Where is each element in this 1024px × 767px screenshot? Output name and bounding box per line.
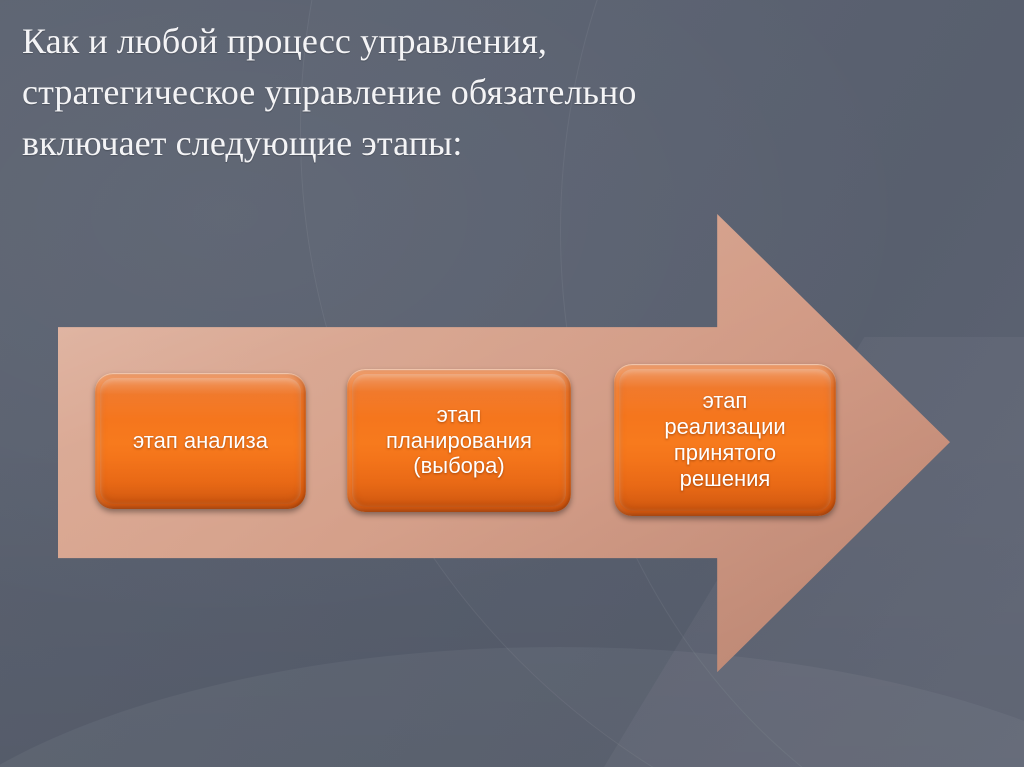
- stage-box-planning[interactable]: этап планирования (выбора): [347, 369, 571, 512]
- stage-box-label: этап планирования (выбора): [386, 401, 532, 479]
- stage-box-label: этап анализа: [133, 428, 268, 454]
- stage-box-label: этап реализации принятого решения: [664, 388, 786, 491]
- stage-box-analysis[interactable]: этап анализа: [95, 373, 306, 509]
- slide-title: Как и любой процесс управления, стратеги…: [22, 21, 637, 164]
- stage-box-implementation[interactable]: этап реализации принятого решения: [614, 364, 836, 516]
